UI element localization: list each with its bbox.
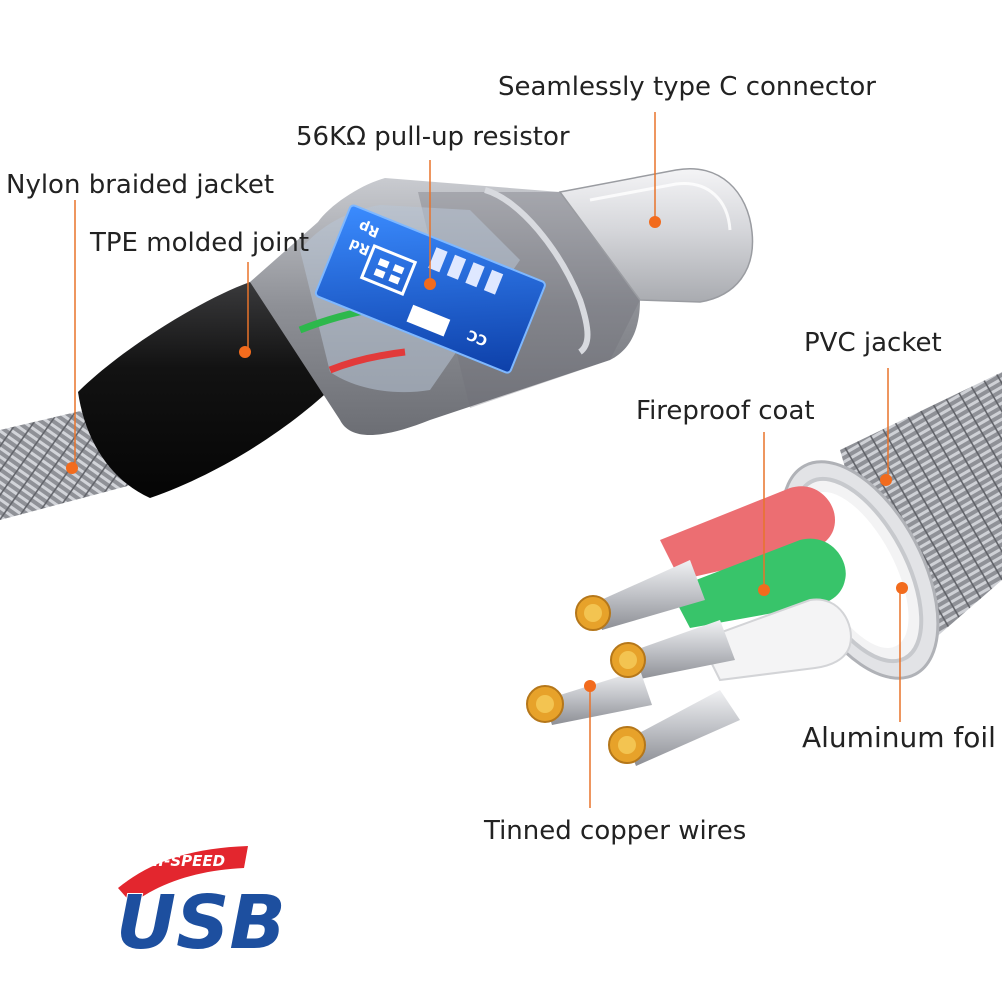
red-insulated-wire: [660, 486, 835, 580]
copper-strand-ends: [526, 595, 646, 764]
type-c-plug: [558, 168, 754, 303]
cable-cross-section-illustration: [526, 372, 1002, 766]
label-type-c-connector: Seamlessly type C connector: [498, 72, 876, 102]
chip-label-rp: Rp: [356, 217, 381, 240]
label-nylon-braided-jacket: Nylon braided jacket: [6, 170, 275, 200]
dot-nylon: [66, 462, 78, 474]
callout-leaders: [74, 112, 901, 808]
chip-label-cc: CC: [465, 326, 490, 349]
pvc-braided-jacket: [840, 372, 1002, 660]
label-tinned-copper-wires: Tinned copper wires: [484, 816, 747, 846]
dot-fireproof: [758, 584, 770, 596]
dot-resistor: [424, 278, 436, 290]
label-pvc-jacket: PVC jacket: [804, 328, 942, 358]
callout-dots: [66, 216, 908, 692]
logo-usb-text: USB: [116, 880, 286, 966]
logo-hi-speed-text: HI-SPEED: [146, 852, 225, 870]
dot-tpe: [239, 346, 251, 358]
dot-connector: [649, 216, 661, 228]
dot-tinned: [584, 680, 596, 692]
tpe-molded-boot: [78, 282, 340, 498]
label-tpe-molded-joint: TPE molded joint: [90, 228, 310, 258]
chip-label-rd: Rd: [347, 235, 372, 258]
type-c-connector-illustration: Rp Rd CC: [0, 168, 754, 520]
dot-pvc: [880, 474, 892, 486]
logo-certified-text: CERTIFIED: [32, 912, 107, 927]
label-aluminum-foil: Aluminum foil: [802, 721, 996, 754]
dot-foil: [896, 582, 908, 594]
hi-speed-usb-logo: HI-SPEED CERTIFIED USB: [32, 846, 287, 967]
label-fireproof-coat: Fireproof coat: [636, 396, 815, 426]
label-pull-up-resistor: 56KΩ pull-up resistor: [296, 122, 570, 152]
white-insulated-wire: [698, 598, 852, 682]
